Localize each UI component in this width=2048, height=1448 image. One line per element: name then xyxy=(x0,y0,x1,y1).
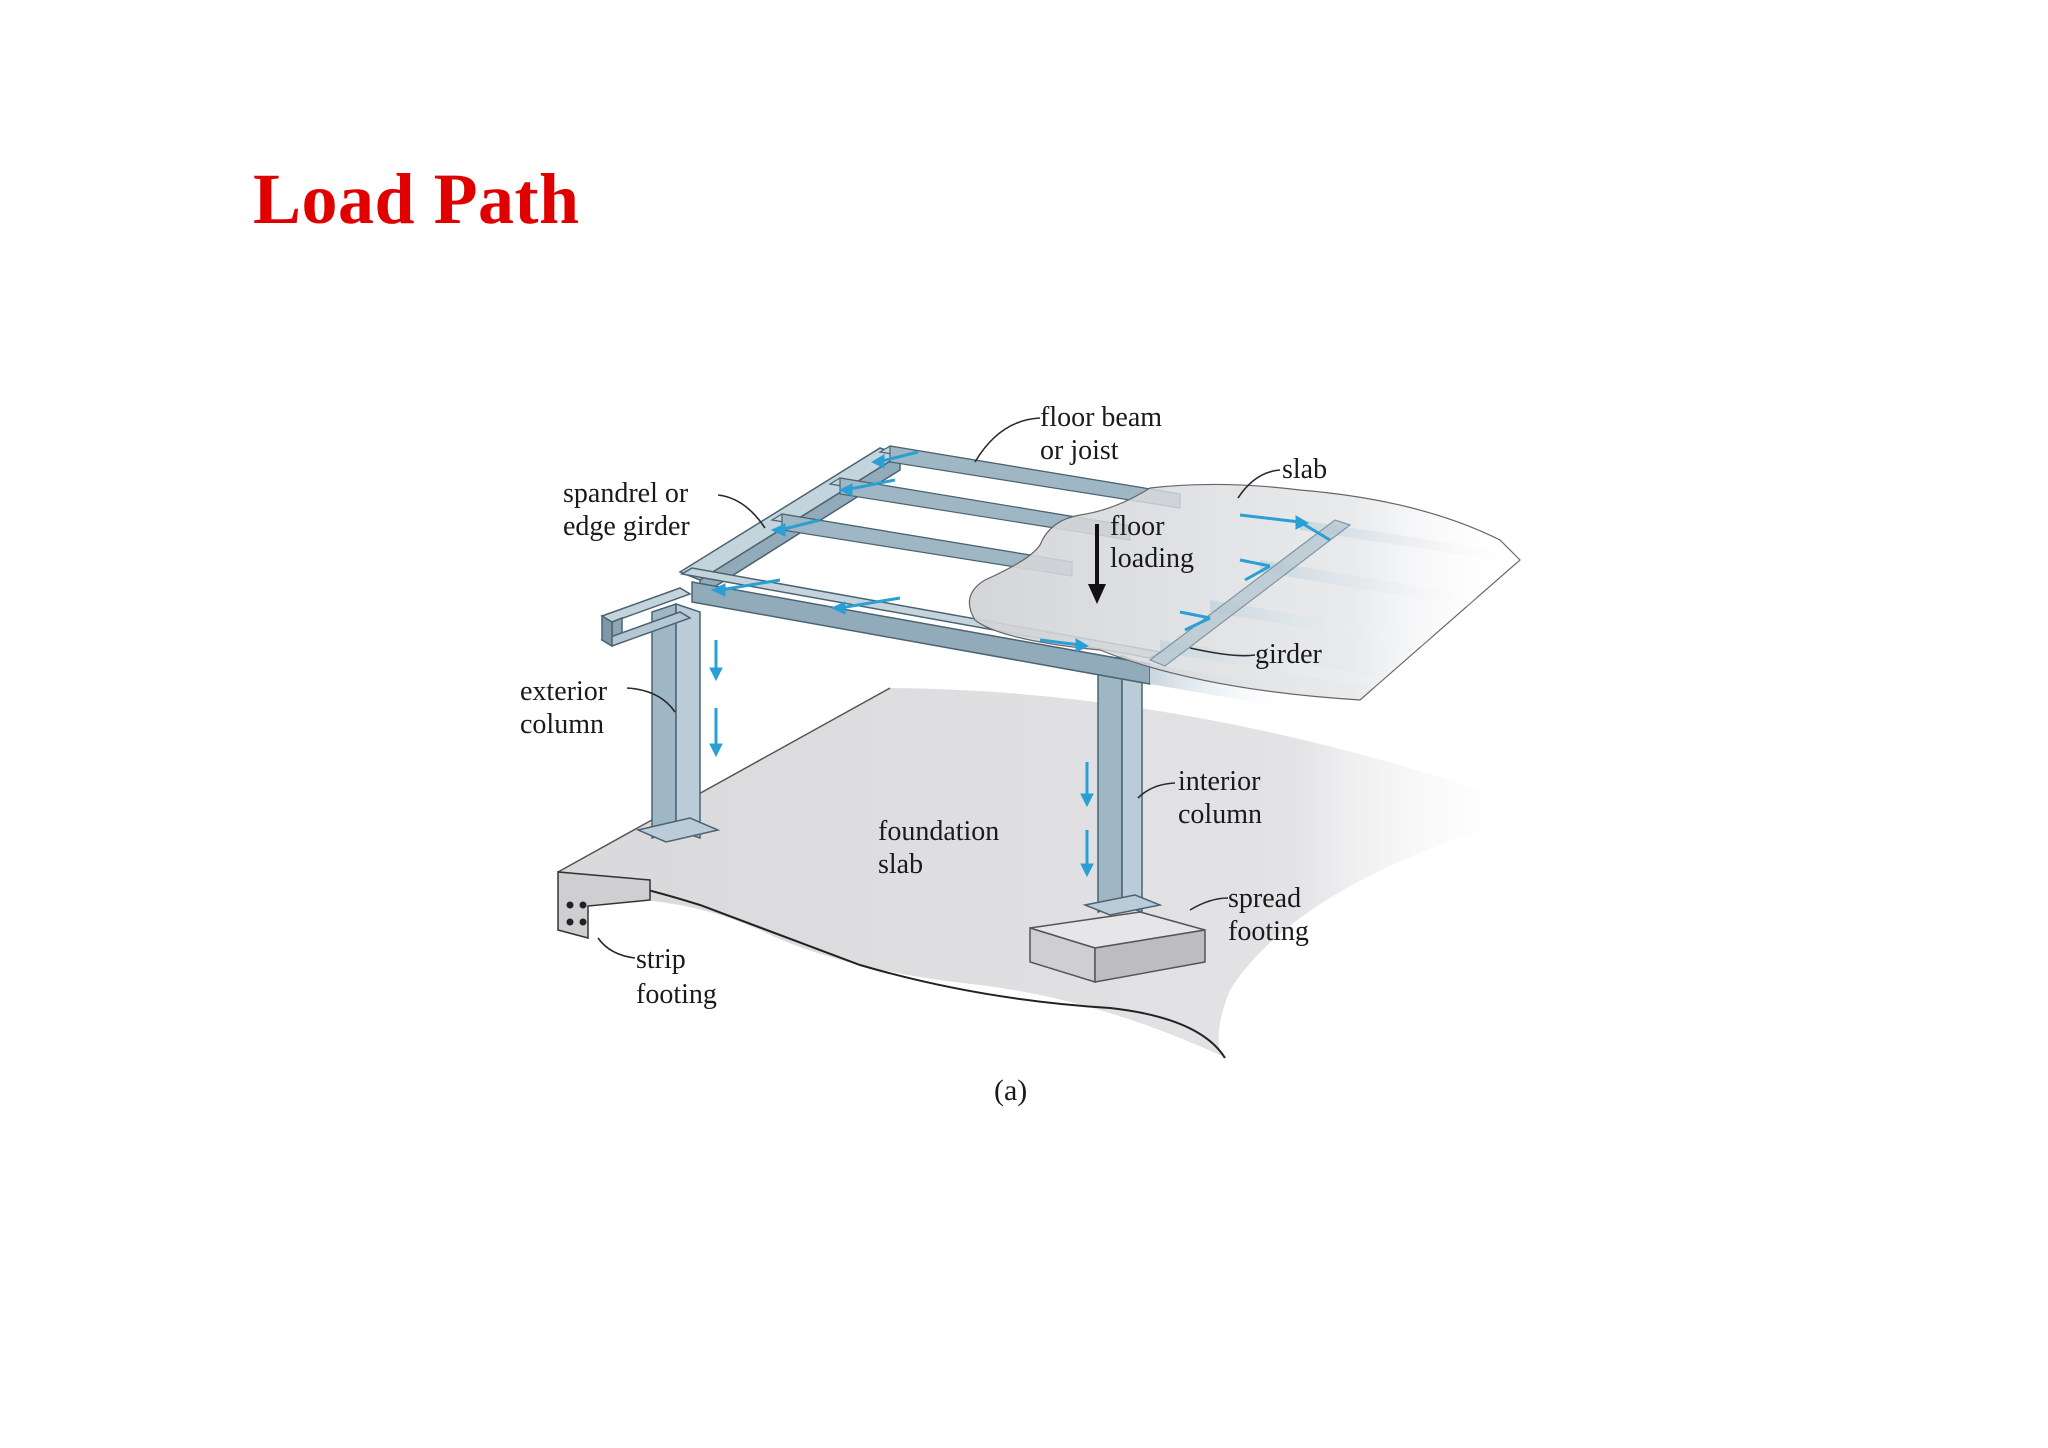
label-floor-beam: floor beam xyxy=(1040,402,1162,433)
label-foundation-slab: foundation xyxy=(878,816,999,847)
label-strip-footing-2: footing xyxy=(636,979,717,1010)
label-exterior-column: exterior xyxy=(520,676,608,707)
label-spread-footing: spread xyxy=(1228,883,1301,914)
spread-footing xyxy=(1029,911,1206,984)
flow-arrow-icon xyxy=(709,667,723,682)
flow-arrow-icon xyxy=(830,601,846,615)
label-floor-beam-2: or joist xyxy=(1040,435,1119,466)
label-slab: slab xyxy=(1282,454,1327,485)
label-strip-footing: strip xyxy=(636,944,686,975)
label-interior-column-2: column xyxy=(1178,799,1262,830)
diagram-labels: floor beam or joist slab spandrel or edg… xyxy=(520,402,1327,1107)
edge-beam-stub xyxy=(600,587,692,648)
flow-arrow-icon xyxy=(838,483,853,497)
label-floor-loading-2: loading xyxy=(1110,543,1194,574)
label-girder: girder xyxy=(1255,639,1323,670)
label-spread-footing-2: footing xyxy=(1228,916,1309,947)
load-arrow-icon xyxy=(1088,524,1106,604)
label-exterior-column-2: column xyxy=(520,709,604,740)
figure-caption: (a) xyxy=(994,1074,1027,1107)
leader-lines xyxy=(597,417,1281,959)
flow-arrow-icon xyxy=(1075,638,1090,653)
label-interior-column: interior xyxy=(1178,766,1261,797)
foundation-ground xyxy=(557,687,1540,1060)
label-spandrel: spandrel or xyxy=(563,478,689,509)
load-flow-arrows xyxy=(709,450,1331,878)
floor-beams xyxy=(770,445,1182,577)
label-spandrel-2: edge girder xyxy=(563,511,690,542)
label-foundation-slab-2: slab xyxy=(878,849,923,880)
strip-footing xyxy=(557,871,651,939)
flow-arrow-icon xyxy=(709,743,723,758)
label-floor-loading: floor xyxy=(1110,511,1165,542)
flow-arrow-icon xyxy=(710,583,726,597)
flow-arrow-icon xyxy=(870,454,885,469)
girder xyxy=(1148,519,1352,667)
interior-column xyxy=(1082,654,1163,916)
exterior-column xyxy=(635,602,721,843)
slide-title: Load Path xyxy=(253,159,580,239)
flow-arrow-icon xyxy=(770,523,786,537)
flow-arrow-icon xyxy=(1080,863,1094,878)
flow-arrow-icon xyxy=(1080,793,1094,808)
